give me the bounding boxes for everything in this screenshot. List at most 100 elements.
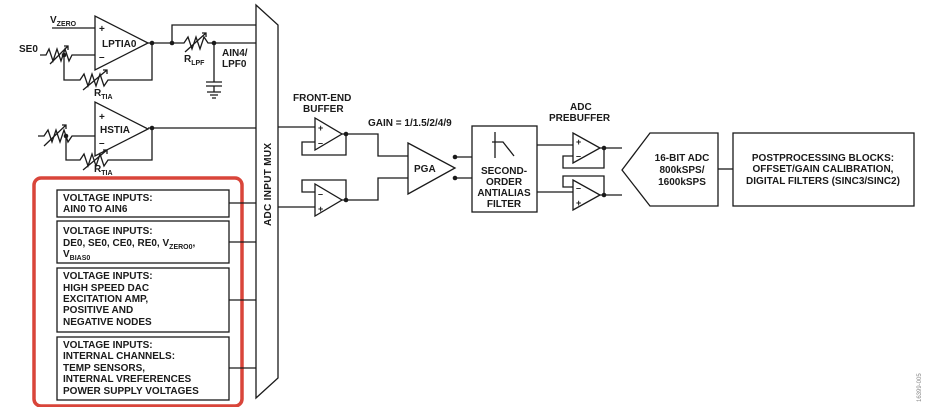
vin3-line1: VOLTAGE INPUTS: — [63, 271, 153, 282]
filter-line2: ORDER — [486, 177, 523, 188]
ain4-label: AIN4/ — [222, 48, 248, 59]
voltage-input-box-4 — [56, 336, 230, 401]
vin4-line5: POWER SUPPLY VOLTAGES — [63, 386, 199, 397]
prebuffer-bottom — [572, 178, 602, 212]
rlpf-label: RLPF — [184, 54, 205, 67]
prebuffer-label-1: ADC — [570, 102, 592, 113]
vin2-line2: DE0, SE0, CE0, RE0, VZERO0, — [63, 238, 196, 251]
filter-line1: SECOND- — [481, 166, 527, 177]
node-se0 — [61, 52, 67, 58]
pga-triangle — [407, 141, 457, 196]
hstia-section: + – HSTIA RTIA — [38, 100, 256, 177]
vin4-line3: TEMP SENSORS, — [63, 363, 145, 374]
pga-gain-label: GAIN = 1/1.5/2/4/9 — [368, 118, 452, 129]
hstia-amp — [94, 100, 150, 158]
buf2-feedback — [301, 179, 347, 200]
voltage-inputs-group: VOLTAGE INPUTS: AIN0 TO AIN6 VOLTAGE INP… — [32, 176, 256, 407]
se0-resistor-arrow — [49, 45, 69, 65]
vin4-line4: INTERNAL VREFERENCES — [63, 374, 191, 385]
hstia-minus: – — [99, 138, 105, 149]
pga-to-filter-wires — [455, 156, 472, 179]
lptia-section: VZERO SE0 + – LPTIA0 RTIA RLPF AIN4/ LPF… — [19, 14, 256, 101]
mux-label: ADC INPUT MUX — [263, 143, 274, 226]
node-hstia-in — [63, 133, 69, 139]
pga-label: PGA — [414, 164, 436, 175]
filter-line4: FILTER — [487, 199, 522, 210]
lptia-rtia-label: RTIA — [94, 88, 113, 101]
vin2-line1: VOLTAGE INPUTS: — [63, 226, 153, 237]
front-end-buffer-section: FRONT-END BUFFER + – – + — [278, 93, 412, 218]
antialias-filter-section: SECOND- ORDER ANTIALIAS FILTER — [471, 125, 573, 213]
lptia-to-mux-wire — [171, 24, 256, 43]
buf2-to-pga-wire — [342, 177, 412, 201]
vin4-line2: INTERNAL CHANNELS: — [63, 351, 175, 362]
adc-line3: 1600kSPS — [658, 177, 706, 188]
buf1-to-pga-wire — [342, 133, 412, 157]
adc-prebuffer-section: ADC PREBUFFER + – – + — [549, 102, 622, 212]
mux-trapezoid — [255, 3, 279, 400]
adc-input-mux: ADC INPUT MUX — [255, 3, 279, 400]
prebuf2-feedback — [562, 175, 605, 195]
post-line3: DIGITAL FILTERS (SINC3/SINC2) — [746, 176, 900, 187]
vin3-line4: POSITIVE AND — [63, 305, 133, 316]
lptia-plus: + — [99, 24, 105, 35]
hstia-rtia-label: RTIA — [94, 164, 113, 177]
vzero-label: VZERO — [50, 15, 77, 28]
node-pga-out1 — [452, 154, 458, 160]
prebuf1-plus: + — [576, 137, 581, 147]
figure-id: 16399-005 — [917, 373, 923, 402]
lptia-label: LPTIA0 — [102, 39, 137, 50]
prebuf2-plus: + — [576, 198, 581, 208]
postprocessing-section: POSTPROCESSING BLOCKS: OFFSET/GAIN CALIB… — [732, 132, 915, 207]
pga-section: GAIN = 1/1.5/2/4/9 PGA — [368, 118, 472, 196]
buf1-feedback — [301, 134, 347, 156]
buf1-plus: + — [318, 123, 323, 133]
lptia-amp — [94, 14, 150, 72]
postprocessing-box — [732, 132, 915, 207]
prebuf2-minus: – — [576, 183, 581, 193]
front-end-buffer-top — [314, 116, 344, 152]
post-line1: POSTPROCESSING BLOCKS: — [752, 153, 894, 164]
lpf0-label: LPF0 — [222, 59, 247, 70]
hstia-input-arrow — [43, 124, 67, 147]
vin3-line5: NEGATIVE NODES — [63, 317, 152, 328]
hstia-input-resistor — [38, 127, 95, 145]
lptia-rtia-arrow — [82, 69, 108, 91]
adc-section: 16-BIT ADC 800kSPS/ 1600kSPS — [621, 132, 733, 207]
prebuffer-top — [572, 131, 602, 165]
filter-line3: ANTIALIAS — [477, 188, 531, 199]
hstia-plus: + — [99, 112, 105, 123]
adc-line2: 800kSPS/ — [659, 165, 704, 176]
prebuffer-label-2: PREBUFFER — [549, 113, 611, 124]
se0-label: SE0 — [19, 44, 38, 55]
prebuf1-feedback — [562, 148, 605, 169]
vin1-line2: AIN0 TO AIN6 — [63, 204, 128, 215]
se0-resistor — [40, 46, 95, 64]
lpf-capacitor — [206, 43, 222, 99]
highlight-frame — [32, 176, 244, 407]
filter-to-prebuffer-wires — [537, 144, 573, 193]
front-end-buffer-bottom — [314, 182, 344, 218]
rlpf-resistor — [172, 34, 214, 52]
node-pga-out2 — [452, 175, 458, 181]
buf2-minus: – — [318, 189, 323, 199]
hstia-rtia-arrow — [82, 149, 108, 171]
post-line2: OFFSET/GAIN CALIBRATION, — [753, 164, 894, 175]
vin3-line3: EXCITATION AMP, — [63, 294, 148, 305]
vin3-line2: HIGH SPEED DAC — [63, 283, 149, 294]
vin1-line1: VOLTAGE INPUTS: — [63, 193, 153, 204]
vin2-line3: VBIAS0 — [63, 249, 90, 262]
hstia-label: HSTIA — [100, 125, 130, 136]
rlpf-arrow — [184, 32, 207, 53]
buf2-plus: + — [318, 204, 323, 214]
front-end-label-2: BUFFER — [303, 104, 344, 115]
lowpass-symbol — [492, 132, 515, 158]
lptia-minus: – — [99, 52, 105, 63]
antialias-filter-box — [471, 125, 538, 213]
buf1-minus: – — [318, 138, 323, 148]
vin4-line1: VOLTAGE INPUTS: — [63, 340, 153, 351]
adc-line1: 16-BIT ADC — [655, 153, 710, 164]
prebuf1-minus: – — [576, 151, 581, 161]
front-end-label-1: FRONT-END — [293, 93, 351, 104]
